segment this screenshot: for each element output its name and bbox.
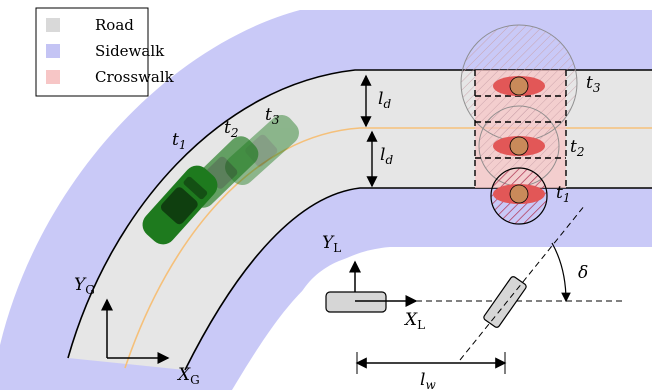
crosswalk-dashes <box>474 70 567 188</box>
car-t1 <box>142 165 218 245</box>
ld-top-label: ld <box>378 89 391 111</box>
ped-t1-label: t1 <box>556 183 570 205</box>
pedestrian-t1 <box>493 184 545 204</box>
global-y-label: YG <box>74 275 95 297</box>
steering-dashed-line <box>459 204 586 361</box>
ped-t2-label: t2 <box>570 137 584 159</box>
car-t1-label: t1 <box>172 130 186 152</box>
pedestrian-t3 <box>493 76 545 96</box>
local-y-label: YL <box>322 233 341 255</box>
legend: Road Sidewalk Crosswalk <box>35 7 175 97</box>
legend-item-sidewalk: Sidewalk <box>46 42 165 60</box>
car-t3-label: t3 <box>265 105 280 127</box>
delta-label: δ <box>578 263 588 283</box>
legend-item-road: Road <box>46 16 134 34</box>
ld-bottom-label: ld <box>380 145 393 167</box>
inner-corner <box>232 247 652 390</box>
road-edge-inner <box>184 187 652 371</box>
global-x-label: XG <box>176 365 200 387</box>
svg-text:Road: Road <box>95 16 134 34</box>
lane-centerline <box>124 127 652 369</box>
ped-t3-label: t3 <box>586 73 601 95</box>
legend-item-crosswalk: Crosswalk <box>46 68 175 86</box>
front-wheel <box>483 276 527 328</box>
ego-vehicle-body <box>325 291 387 313</box>
svg-text:Sidewalk: Sidewalk <box>95 42 165 60</box>
lw-label: lw <box>420 370 436 390</box>
road-edge-outer <box>67 69 652 359</box>
steering-angle-arc <box>551 242 571 303</box>
svg-text:Crosswalk: Crosswalk <box>95 68 175 86</box>
car-t2-label: t2 <box>224 118 238 140</box>
local-x-label: XL <box>403 310 425 332</box>
pedestrian-t2 <box>493 136 545 156</box>
